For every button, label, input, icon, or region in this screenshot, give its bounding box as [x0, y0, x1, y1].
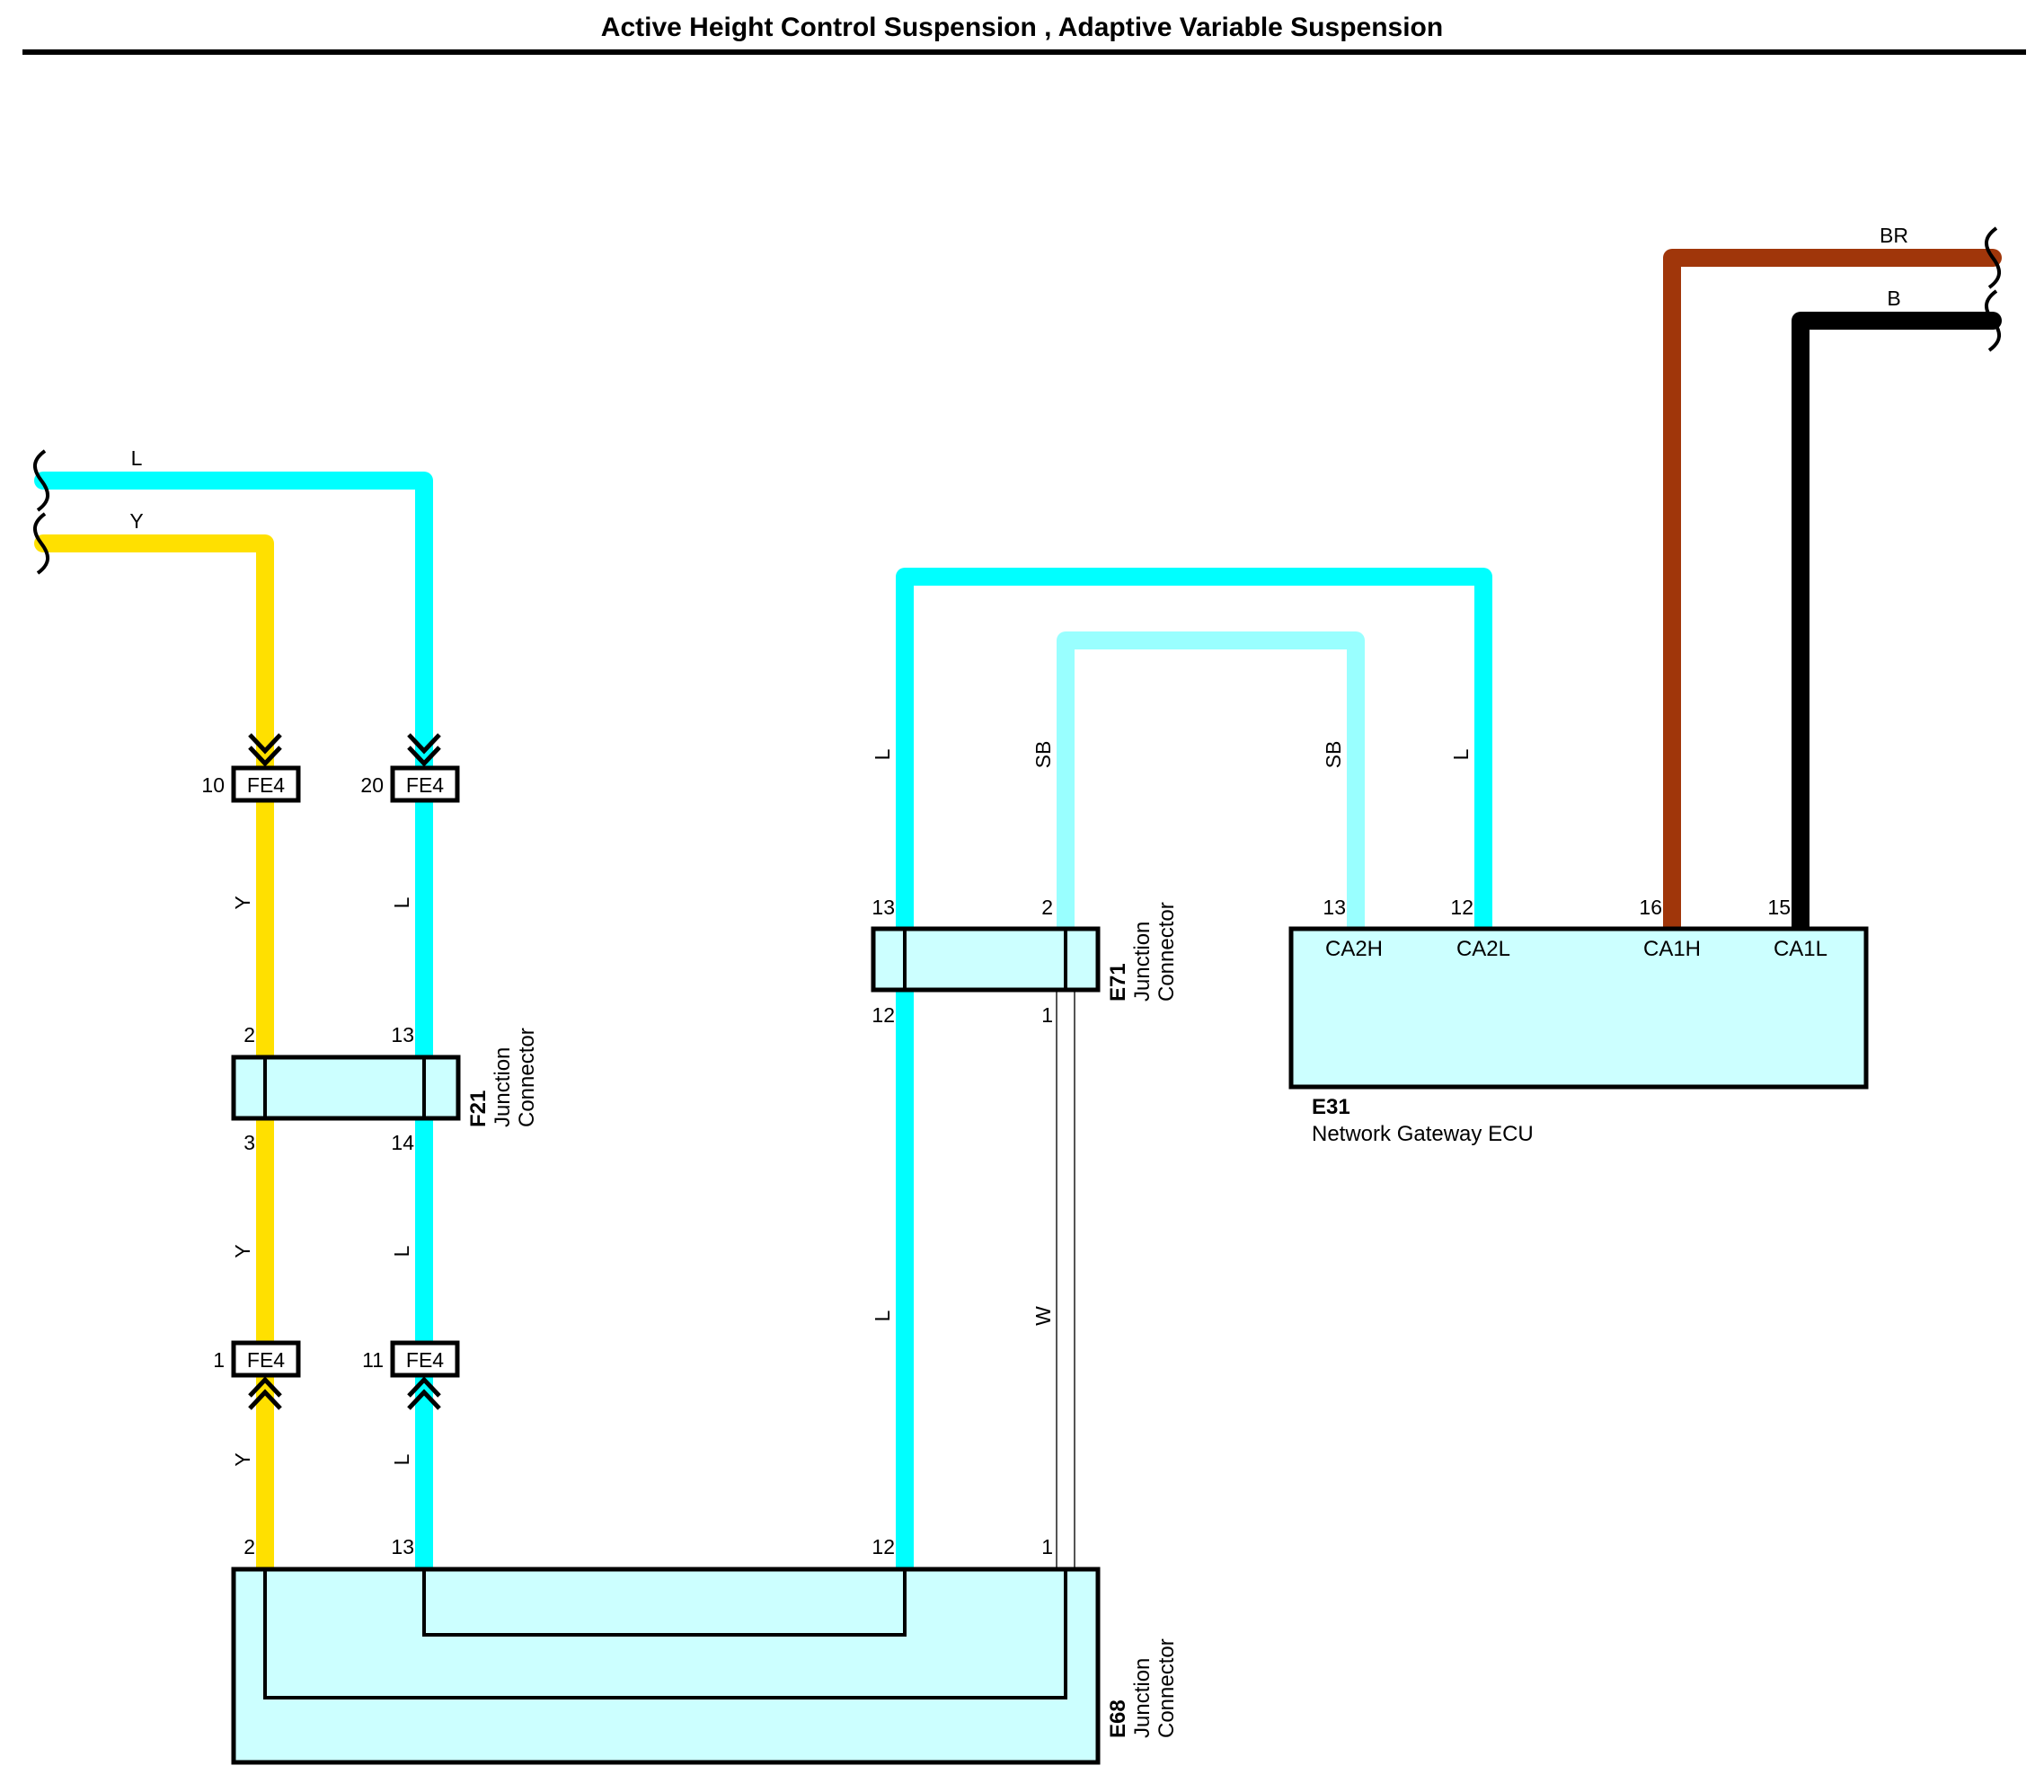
chevron-down-icon [407, 733, 441, 767]
wire-BR [1663, 249, 2002, 936]
wire-color-label: W [1031, 1306, 1055, 1326]
pin-label: 12 [872, 1003, 895, 1027]
pin-label: 11 [362, 1348, 384, 1372]
connector-fe4-20: FE4 20 [360, 733, 460, 803]
pin-label: 1 [213, 1348, 225, 1372]
pin-label: 14 [391, 1131, 414, 1154]
wire-color-label: L [390, 1453, 413, 1465]
connector-desc: Connector [515, 1028, 539, 1127]
pin-label: 12 [872, 1535, 895, 1558]
wire-color-label: Y [129, 509, 143, 533]
wire-W-e71-e68 [1056, 992, 1075, 1567]
pin-label: 12 [1450, 896, 1473, 919]
wires [34, 249, 2002, 1567]
break-marks [33, 226, 2001, 575]
pin-label: 13 [391, 1535, 414, 1558]
wire-color-label: L [131, 446, 143, 470]
connector-f21: 2 13 3 14 F21 Junction Connector [231, 1023, 539, 1154]
pin-label: 16 [1639, 896, 1662, 919]
wire-B [1792, 312, 2002, 936]
pin-label: 20 [360, 773, 384, 797]
ecu-e31: 13 12 16 15 CA2H CA2L CA1H CA1L E31 Netw… [1288, 896, 1869, 1146]
pin-label: 2 [1041, 896, 1053, 919]
diagram-title: Active Height Control Suspension , Adapt… [600, 13, 1444, 42]
terminal-name: CA2L [1456, 937, 1510, 961]
ecu-desc: Network Gateway ECU [1312, 1122, 1534, 1146]
wire-color-label: BR [1880, 224, 1908, 247]
wire-SB-e71-ecu [1057, 631, 1365, 936]
wire-color-label: Y [231, 1244, 254, 1258]
terminal-name: CA1L [1774, 937, 1827, 961]
connector-desc: Junction [1130, 1658, 1155, 1738]
connector-desc: Connector [1155, 1638, 1179, 1738]
wire-color-label: L [390, 896, 413, 908]
terminal-name: CA1H [1643, 937, 1701, 961]
wire-color-label: L [390, 1245, 413, 1257]
pin-label: 13 [391, 1023, 414, 1046]
break-mark-BR [1985, 226, 2001, 289]
break-mark-left-L [33, 449, 49, 512]
connector-e68: 2 13 12 1 E68 Junction Connector [231, 1535, 1179, 1765]
connector-id: E68 [1106, 1699, 1130, 1738]
chevron-up-icon [407, 1376, 441, 1410]
break-mark-B [1985, 289, 2001, 352]
break-mark-left-Y [33, 512, 49, 575]
connector-id: F21 [466, 1090, 491, 1127]
wire-color-label: SB [1322, 741, 1345, 769]
pin-label: 3 [243, 1131, 255, 1154]
wire-L-e71-ecu [896, 568, 1492, 936]
connector-fe4-label: FE4 [406, 1348, 444, 1372]
terminal-name: CA2H [1325, 937, 1383, 961]
connector-e71: 13 2 12 1 E71 Junction Connector [871, 896, 1179, 1027]
pin-label: 2 [243, 1535, 255, 1558]
connector-fe4-label: FE4 [406, 773, 444, 797]
connector-desc: Junction [491, 1047, 515, 1127]
wire-color-label: Y [231, 1452, 254, 1466]
wire-color-label: L [1449, 748, 1473, 760]
wire-color-label: B [1887, 287, 1900, 310]
wire-color-label: SB [1031, 741, 1055, 769]
pin-label: 1 [1041, 1003, 1053, 1027]
pin-label: 1 [1041, 1535, 1053, 1558]
connector-desc: Junction [1130, 922, 1155, 1002]
connector-fe4-1: FE4 1 [213, 1340, 301, 1410]
connector-fe4-label: FE4 [247, 773, 285, 797]
pin-label: 15 [1767, 896, 1791, 919]
wire-left-Y [34, 534, 274, 781]
chevron-down-icon [248, 733, 282, 767]
wire-color-label: L [871, 748, 894, 760]
wire-left-L [34, 472, 433, 781]
connector-fe4-label: FE4 [247, 1348, 285, 1372]
connector-desc: Connector [1155, 902, 1179, 1002]
ecu-id: E31 [1312, 1095, 1350, 1119]
wire-color-label: Y [231, 896, 254, 909]
connector-fe4-10: FE4 10 [201, 733, 301, 803]
connector-fe4-11: FE4 11 [362, 1340, 460, 1410]
pin-label: 13 [1323, 896, 1346, 919]
chevron-up-icon [248, 1376, 282, 1410]
pin-label: 13 [872, 896, 895, 919]
connector-id: E71 [1106, 963, 1130, 1002]
pin-label: 10 [201, 773, 225, 797]
pin-label: 2 [243, 1023, 255, 1046]
wire-color-label: L [871, 1310, 894, 1321]
